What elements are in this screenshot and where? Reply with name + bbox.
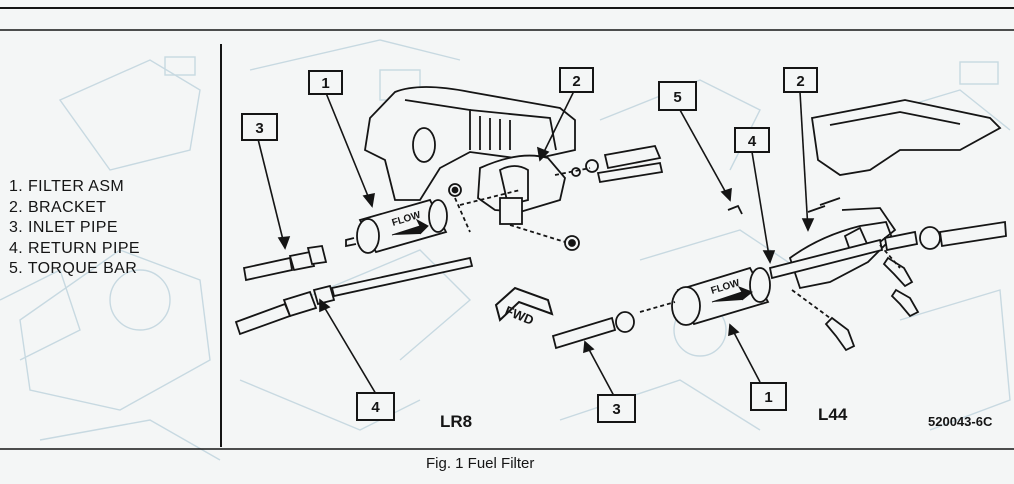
callout-box-lr8-bracket: [559, 67, 594, 93]
l44-assembly: FLOW: [551, 99, 1007, 352]
callout-lr8-inlet: 3: [255, 120, 263, 137]
variant-label-lr8: LR8: [440, 412, 473, 431]
legend-item-filter: 1. FILTER ASM: [9, 178, 125, 195]
callout-box-l44-bracket: [783, 67, 818, 93]
callout-l44-inlet: 3: [612, 401, 620, 418]
figure-caption: Fig. 1 Fuel Filter: [426, 455, 535, 472]
callout-box-lr8-return: [356, 392, 395, 421]
parts-legend: 1. FILTER ASM 2. BRACKET 3. INLET PIPE 4…: [9, 177, 140, 280]
callout-box-l44-return: [734, 127, 770, 153]
legend-item-inlet-pipe: 3. INLET PIPE: [9, 219, 118, 236]
lr8-return-pipe: [234, 256, 474, 336]
l44-torque-bar: [727, 204, 743, 215]
callout-l44-return: 4: [748, 133, 757, 150]
figure-code: 520043-6C: [928, 414, 993, 429]
callout-box-lr8-filter: [308, 70, 343, 95]
l44-bolts: [824, 256, 920, 352]
lr8-assembly: FLOW: [234, 86, 664, 336]
fwd-arrow: [494, 286, 554, 322]
callout-l44-torque: 5: [673, 89, 681, 106]
callout-box-l44-filter: [750, 382, 787, 411]
l44-frame-rail: [810, 99, 1002, 176]
l44-outlet-pipe: [919, 220, 1007, 250]
callout-l44-bracket: 2: [796, 73, 804, 90]
l44-return-pipe: [768, 230, 919, 280]
callout-l44-filter: 1: [764, 389, 772, 406]
callout-lr8-return: 4: [371, 399, 380, 416]
legend-item-torque-bar: 5. TORQUE BAR: [9, 260, 138, 277]
callout-lr8-bracket: 2: [572, 73, 580, 90]
lr8-upper-pipe: [571, 144, 664, 184]
legend-item-bracket: 2. BRACKET: [9, 198, 107, 216]
callout-box-l44-inlet: [597, 394, 636, 423]
variant-label-l44: L44: [818, 405, 848, 424]
leader-lines: [257, 90, 815, 397]
lr8-inlet-pipe: [242, 244, 328, 282]
callout-lr8-filter: 1: [321, 75, 329, 92]
legend-item-return-pipe: 4. RETURN PIPE: [9, 239, 140, 257]
callout-box-lr8-inlet: [241, 113, 278, 141]
callout-box-l44-torque: [658, 81, 697, 111]
l44-fuel-filter: [671, 266, 771, 326]
lr8-fuel-filter: [345, 198, 448, 254]
l44-inlet-pipe: [551, 311, 635, 350]
